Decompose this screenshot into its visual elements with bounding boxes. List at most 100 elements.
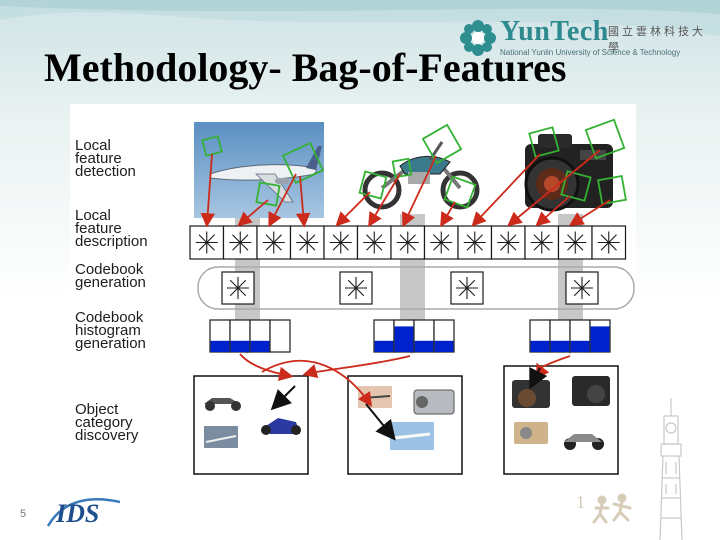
svg-text:1: 1 [576,492,585,512]
red-arrow [507,149,601,227]
feature-descriptor [289,225,325,260]
red-curve-arrow [302,355,411,378]
histogram-bin [549,319,571,353]
codebook-histogram [373,319,455,353]
logo-cjk: 國立雲林科技大學 [608,26,706,54]
feature-box [528,126,560,158]
histogram-bar [434,340,454,352]
codebook-histogram [209,319,291,353]
histogram-bin [433,319,455,353]
red-arrow [402,155,437,228]
feature-box [597,175,627,205]
people-icon: 1 [576,492,632,524]
codebook-codewords [221,271,599,305]
feature-descriptor [356,225,392,260]
histogram-bin [269,319,291,353]
histogram-bin [413,319,435,353]
codeword [450,271,484,305]
red-arrow [535,195,571,227]
histogram-bar [250,340,270,352]
logo-subtitle: National Yunlin University of Science & … [500,48,681,57]
black-arrow [529,367,548,390]
red-curve-arrow [239,353,294,381]
histogram-bar [374,340,394,352]
detection-arrows [200,149,611,228]
feature-detection-boxes [201,118,627,209]
page-number: 5 [20,508,27,520]
histogram-bar [230,340,250,352]
yuntech-emblem-icon [460,20,496,56]
logo-name: YunTech [500,16,609,47]
feature-descriptor [591,225,627,260]
red-arrow [295,175,311,228]
histogram-bar [414,340,434,352]
codeword [339,271,373,305]
codebook-container [197,266,635,310]
red-curve-arrow [261,360,372,407]
feature-descriptor [323,225,359,260]
black-arrow [365,403,396,441]
histogram-bar [394,326,414,352]
feature-box [255,181,281,207]
feature-descriptor [256,225,292,260]
red-arrow [568,199,611,226]
feature-descriptor [557,225,593,260]
red-arrow [200,153,215,228]
diagram-canvas: LocalfeaturedetectionLocalfeaturedescrip… [75,118,635,475]
codeword [565,271,599,305]
feature-descriptor [524,225,560,260]
histogram-bar [590,326,610,352]
red-arrow [335,191,371,227]
histogram-bar [570,340,590,352]
clock-tower-icon [659,398,683,540]
feature-descriptor-row [189,225,627,260]
histogram-bin [229,319,251,353]
background-swoosh [0,0,720,36]
yuntech-logo: YunTech 國立雲林科技大學 National Yunlin Univers… [458,14,716,60]
histogram-bin [373,319,395,353]
red-arrow [368,173,401,228]
feature-box [281,141,325,185]
red-curve-arrow [536,355,571,379]
red-arrow [237,199,269,227]
category-box-middle [347,375,463,475]
histogram-bar [210,340,230,352]
feature-descriptor [189,225,225,260]
feature-box [560,170,592,202]
feature-box [201,135,223,157]
assignment-arrows [270,367,548,441]
ids-logo-text: IDS [55,499,99,528]
slide-title: Methodology- Bag-of-Features [44,45,567,90]
histogram-bin [393,319,415,353]
feature-descriptor [222,225,258,260]
category-box-right [503,365,619,475]
red-arrow [268,173,297,228]
histogram-bar [530,340,550,352]
red-arrow [471,153,541,227]
black-arrow [270,385,296,411]
feature-descriptor [423,225,459,260]
histogram-bin [569,319,591,353]
histogram-bin [589,319,611,353]
histogram-bar [550,340,570,352]
ids-logo: IDS [46,497,121,528]
feature-box [443,175,477,209]
feature-descriptor [490,225,526,260]
histogram-bin [209,319,231,353]
feature-descriptor [457,225,493,260]
feature-box [391,157,413,179]
feature-box [584,118,626,160]
codebook-histograms [209,319,611,353]
codeword [221,271,255,305]
histogram-bin [529,319,551,353]
histogram-bin [249,319,271,353]
category-arrows [239,353,571,407]
feature-box [358,170,388,200]
